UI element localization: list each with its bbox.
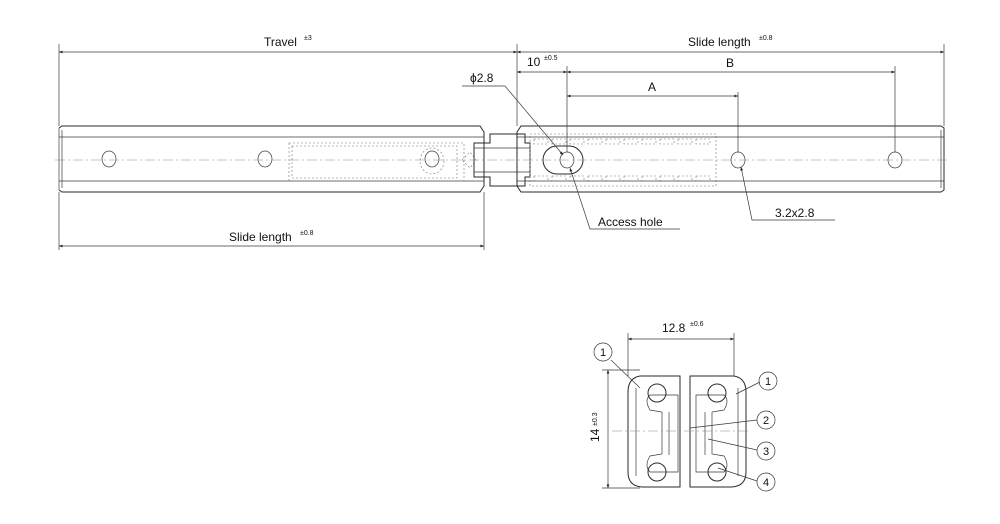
callout-3: 3: [756, 441, 776, 461]
callout-1-left: 1: [593, 342, 613, 362]
callout-leaders: [610, 359, 761, 482]
dimension-lines: [59, 50, 944, 248]
height-label: 14: [588, 428, 602, 442]
height-tolerance: ±0.3: [592, 412, 599, 426]
svg-text:4: 4: [763, 477, 769, 489]
offset-10-label: 10: [527, 55, 541, 69]
offset-10-tolerance: ±0.5: [544, 55, 558, 62]
slot-size-label: 3.2x2.8: [775, 206, 815, 220]
slide-length-top-tolerance: ±0.8: [759, 35, 773, 42]
hole-diameter-label: ϕ2.8: [470, 71, 494, 85]
svg-text:2: 2: [763, 415, 769, 427]
callout-2: 2: [756, 410, 776, 430]
dim-a-label: A: [648, 80, 656, 94]
side-view: Travel ±3 Slide length ±0.8 10 ±0.5 B A …: [55, 35, 950, 250]
cross-section-view: 12.8 ±0.6 14 ±0.3 1 1 2 3 4: [588, 321, 778, 492]
extension-lines: [58, 44, 945, 250]
callout-1-right: 1: [758, 371, 778, 391]
outer-member: [627, 375, 747, 488]
section-dimensions: [602, 333, 735, 489]
leader-lines: [462, 85, 835, 230]
callout-4: 4: [756, 472, 776, 492]
width-tolerance: ±0.6: [690, 321, 704, 328]
slide-length-top-label: Slide length: [688, 35, 751, 49]
travel-tolerance: ±3: [304, 35, 312, 42]
inner-member: [646, 394, 728, 473]
ball-bearings: [647, 383, 727, 482]
travel-label: Travel: [264, 35, 297, 49]
svg-text:1: 1: [600, 347, 606, 359]
right-rail: [516, 125, 945, 193]
slide-length-bottom-tolerance: ±0.8: [300, 230, 314, 237]
svg-text:1: 1: [765, 376, 771, 388]
access-hole-label: Access hole: [598, 215, 663, 229]
slide-length-bottom-label: Slide length: [229, 230, 292, 244]
dim-b-label: B: [726, 56, 734, 70]
left-rail: [58, 125, 485, 193]
svg-text:3: 3: [763, 446, 769, 458]
width-label: 12.8: [662, 321, 686, 335]
